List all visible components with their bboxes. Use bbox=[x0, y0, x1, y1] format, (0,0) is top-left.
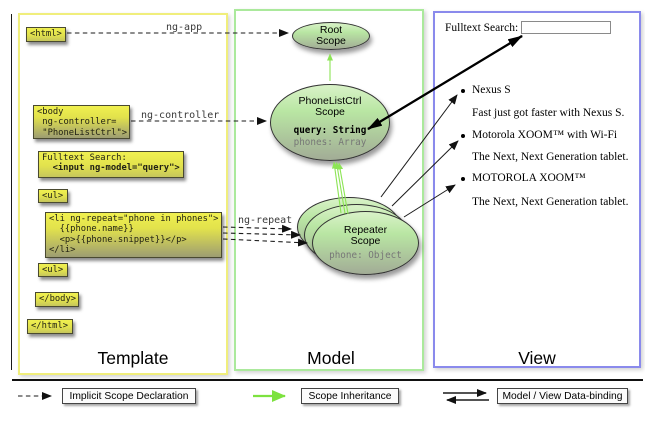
ng-controller-label: ng-controller bbox=[141, 110, 220, 121]
view-column-label: View bbox=[518, 348, 556, 368]
view-column bbox=[433, 11, 641, 368]
ng-app-label: ng-app bbox=[166, 22, 203, 33]
left-edge-line bbox=[11, 14, 12, 370]
ul-open-tag-box: <ul> bbox=[38, 189, 68, 203]
phonelistctrl-scope-ellipse: PhoneListCtrl Scope query: String phones… bbox=[270, 84, 390, 161]
view-item-desc: The Next, Next Generation tablet. bbox=[472, 196, 629, 208]
body-open-tag-box: <body ng-controller= "PhoneListCtrl"> bbox=[33, 105, 130, 139]
model-column bbox=[234, 9, 424, 371]
repeater-scope-ellipse-front: Repeater Scope phone: Object bbox=[312, 211, 419, 275]
view-item-desc: The Next, Next Generation tablet. bbox=[472, 151, 629, 163]
view-fulltext-search-label: Fulltext Search: bbox=[445, 22, 519, 34]
bullet-dot bbox=[461, 134, 465, 138]
html-open-tag-box: <html> bbox=[26, 27, 66, 42]
fulltext-input-code-box: Fulltext Search: <input ng-model="query"… bbox=[38, 151, 184, 178]
ul-close-tag-box: <ul> bbox=[38, 263, 68, 277]
html-close-tag-box: </html> bbox=[27, 319, 73, 334]
legend-data-binding-box: Model / View Data-binding bbox=[497, 388, 628, 404]
ng-repeat-label: ng-repeat bbox=[238, 215, 293, 226]
bullet-dot bbox=[461, 89, 465, 93]
model-column-label: Model bbox=[307, 348, 355, 368]
legend-scope-inheritance-box: Scope Inheritance bbox=[301, 388, 399, 404]
legend-separator-line bbox=[12, 379, 643, 382]
view-item-title: Nexus S bbox=[472, 84, 511, 96]
legend-implicit-scope-box: Implicit Scope Declaration bbox=[62, 388, 196, 404]
body-close-tag-box: </body> bbox=[35, 292, 79, 307]
root-scope-ellipse: Root Scope bbox=[292, 22, 370, 50]
view-item-title: Motorola XOOM™ with Wi-Fi bbox=[472, 129, 618, 141]
view-item-desc: Fast just got faster with Nexus S. bbox=[472, 107, 625, 119]
view-search-input bbox=[521, 21, 611, 34]
view-item-title: MOTOROLA XOOM™ bbox=[472, 172, 586, 184]
bullet-dot bbox=[461, 177, 465, 181]
li-repeat-code-box: <li ng-repeat="phone in phones"> {{phone… bbox=[45, 212, 222, 258]
template-column-label: Template bbox=[97, 348, 169, 368]
